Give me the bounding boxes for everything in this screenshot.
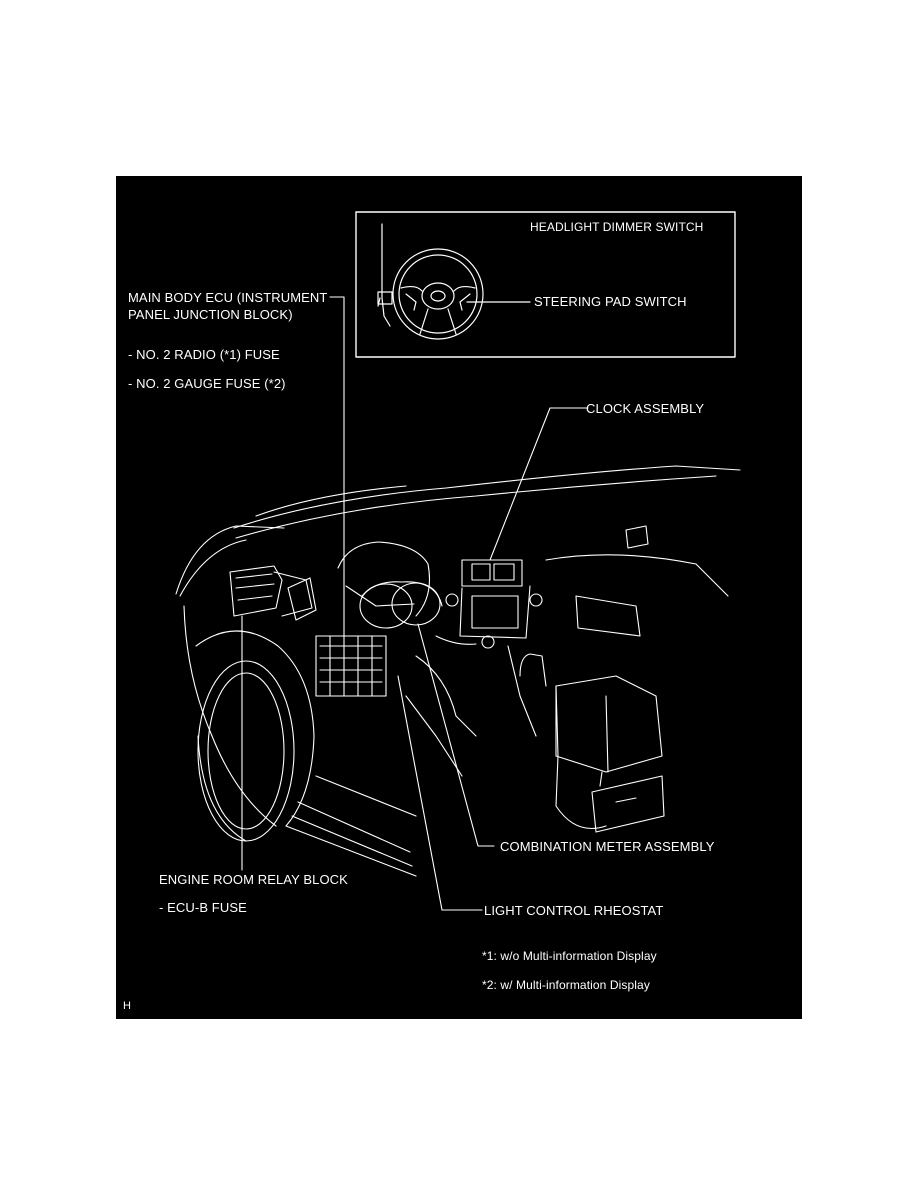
- leader-lines: [241, 296, 589, 911]
- headlight-dimmer-switch-label: HEADLIGHT DIMMER SWITCH: [530, 220, 704, 234]
- dashboard-illustration: [175, 211, 741, 911]
- instrument-panel-junction-block: [315, 635, 387, 697]
- gauge-fuse-label: - NO. 2 GAUGE FUSE (*2): [128, 376, 286, 391]
- main-body-ecu-label-line2: PANEL JUNCTION BLOCK): [128, 307, 293, 322]
- center-console: [555, 675, 663, 773]
- corner-mark: H: [123, 1000, 132, 1012]
- engine-room-relay-block-label: ENGINE ROOM RELAY BLOCK: [159, 872, 348, 887]
- steering-wheel-inset: [355, 211, 736, 358]
- combination-meter: [359, 583, 413, 629]
- note-1: *1: w/o Multi-information Display: [482, 949, 657, 963]
- steering-wheel-hub: [421, 282, 455, 310]
- radio-fuse-label: - NO. 2 RADIO (*1) FUSE: [128, 347, 280, 362]
- location-diagram: HEADLIGHT DIMMER SWITCH STEERING PAD SWI…: [116, 176, 802, 1019]
- front-tyre: [197, 660, 295, 842]
- clock-assembly-label: CLOCK ASSEMBLY: [586, 401, 705, 416]
- clock-assembly-leader: [489, 407, 589, 561]
- light-control-rheostat-label: LIGHT CONTROL RHEOSTAT: [484, 903, 664, 918]
- inset-frame: [355, 211, 736, 358]
- clock-assembly: [461, 559, 523, 587]
- steering-pad-switch-label: STEERING PAD SWITCH: [534, 294, 687, 309]
- steering-wheel-rim: [392, 248, 484, 340]
- combination-meter-leader: [417, 623, 495, 847]
- light-control-leader: [397, 675, 483, 911]
- main-body-ecu-leader: [329, 296, 345, 637]
- engine-room-relay-block: [229, 565, 283, 617]
- car-interior: [175, 465, 741, 877]
- ecu-b-fuse-label: - ECU-B FUSE: [159, 900, 247, 915]
- combination-meter-label: COMBINATION METER ASSEMBLY: [500, 839, 715, 854]
- note-2: *2: w/ Multi-information Display: [482, 978, 650, 992]
- main-body-ecu-label-line1: MAIN BODY ECU (INSTRUMENT: [128, 290, 328, 305]
